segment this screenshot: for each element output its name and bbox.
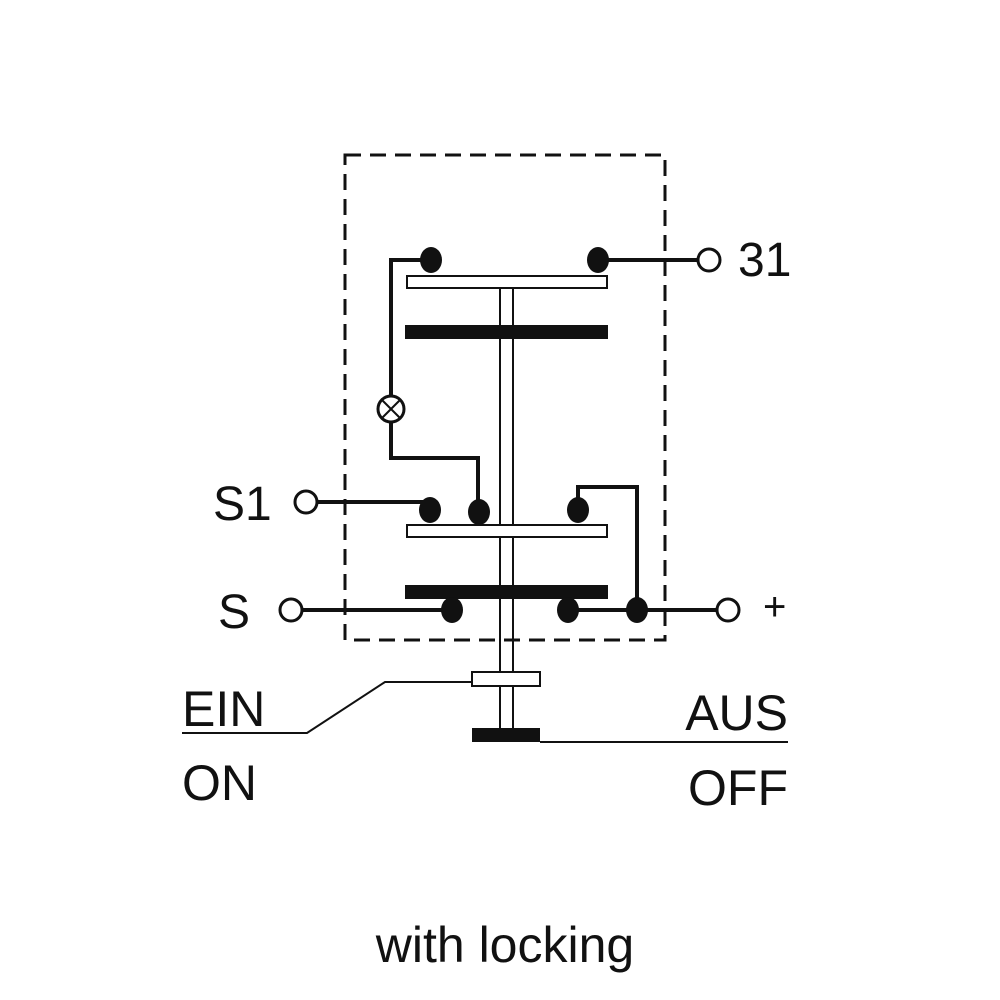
contact-top-left — [420, 247, 442, 273]
upper-open-contact-bridge — [406, 275, 608, 289]
lower-contact-bar — [405, 585, 608, 599]
actuator-rod — [499, 287, 514, 728]
terminal-31-label: 31 — [738, 234, 791, 287]
position-on-label: ON — [182, 755, 257, 811]
position-off-label: OFF — [688, 760, 788, 816]
contact-mid-left — [419, 497, 441, 523]
contact-top-right — [587, 247, 609, 273]
terminal-s-circle — [278, 597, 304, 623]
contact-mid-right — [567, 497, 589, 523]
contact-low-far-right — [626, 597, 648, 623]
switch-housing-dashed — [343, 153, 667, 642]
upper-contact-bar — [405, 325, 608, 339]
terminal-s1-label: S1 — [213, 478, 272, 531]
actuator-locking-collar — [471, 671, 541, 687]
contact-low-left — [441, 597, 463, 623]
contact-mid-center — [468, 499, 490, 525]
indicator-lamp-icon — [376, 394, 406, 424]
caption: with locking — [375, 917, 634, 973]
middle-open-contact-bridge — [406, 524, 608, 538]
lamp-return-wire — [389, 423, 480, 512]
contact-low-right — [557, 597, 579, 623]
actuator-button-base — [472, 728, 540, 742]
on-position-line — [182, 681, 472, 734]
terminal-31-circle — [696, 247, 722, 273]
position-aus-label: AUS — [685, 685, 788, 741]
lamp-wire — [389, 258, 431, 395]
position-ein-label: EIN — [182, 681, 265, 737]
contact-points — [419, 247, 648, 623]
terminal-s1-circle — [293, 489, 319, 515]
terminal-plus-label: + — [763, 585, 786, 629]
terminal-plus-circle — [715, 597, 741, 623]
terminal-s-label: S — [218, 586, 250, 639]
